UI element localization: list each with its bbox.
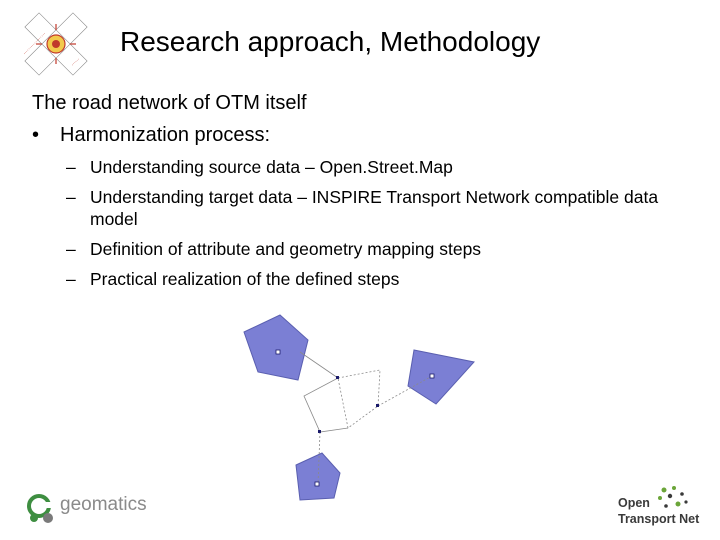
network-node (314, 481, 320, 487)
dash-marker: – (66, 239, 76, 259)
network-node (336, 376, 339, 379)
network-edge (299, 351, 339, 379)
area-polygon-right (407, 349, 475, 405)
network-node (376, 404, 379, 407)
sub-list: – Understanding source data – Open.Stree… (66, 156, 710, 298)
geomatics-logo: geomatics (27, 494, 147, 523)
sub-item: – Understanding source data – Open.Stree… (66, 156, 710, 178)
sub-item-text: Understanding target data – INSPIRE Tran… (90, 187, 659, 229)
network-node (275, 349, 281, 355)
network-edge (317, 431, 321, 485)
otn-logo-line1: Open (618, 496, 650, 510)
sub-item: – Definition of attribute and geometry m… (66, 238, 710, 260)
dash-marker: – (66, 269, 76, 289)
sub-item-text: Practical realization of the defined ste… (90, 269, 400, 289)
sub-item-text: Definition of attribute and geometry map… (90, 239, 482, 259)
network-node (318, 430, 321, 433)
network-diagram (243, 314, 475, 501)
sub-item-text: Understanding source data – Open.Street.… (90, 157, 453, 177)
svg-text:⋯⋯: ⋯⋯ (70, 57, 81, 68)
intro-line: The road network of OTM itself (32, 92, 307, 114)
dash-marker: – (66, 187, 76, 207)
bullet-text: Harmonization process: (60, 124, 271, 146)
dash-marker: – (66, 157, 76, 177)
network-edge (337, 369, 381, 429)
area-polygon-top-left (243, 314, 309, 381)
sub-item: – Understanding target data – INSPIRE Tr… (66, 186, 710, 230)
otn-logo-line2: Transport Net (618, 512, 700, 526)
open-transport-net-logo: Open Transport Net (614, 484, 709, 530)
svg-text:⋯⋯⋯⋯⋯⋯: ⋯⋯⋯⋯⋯⋯ (22, 31, 47, 56)
network-node (429, 373, 435, 379)
geomatics-logo-text: geomatics (60, 494, 147, 515)
network-edge (303, 377, 349, 433)
university-seal-logo: ⋯⋯⋯⋯⋯⋯ ⋯⋯ (22, 12, 88, 76)
bullet-item: • Harmonization process: (32, 124, 270, 147)
slide-title: Research approach, Methodology (120, 26, 541, 57)
sub-item: – Practical realization of the defined s… (66, 268, 710, 290)
otn-network-icon (658, 486, 688, 508)
bullet-marker: • (32, 124, 40, 146)
